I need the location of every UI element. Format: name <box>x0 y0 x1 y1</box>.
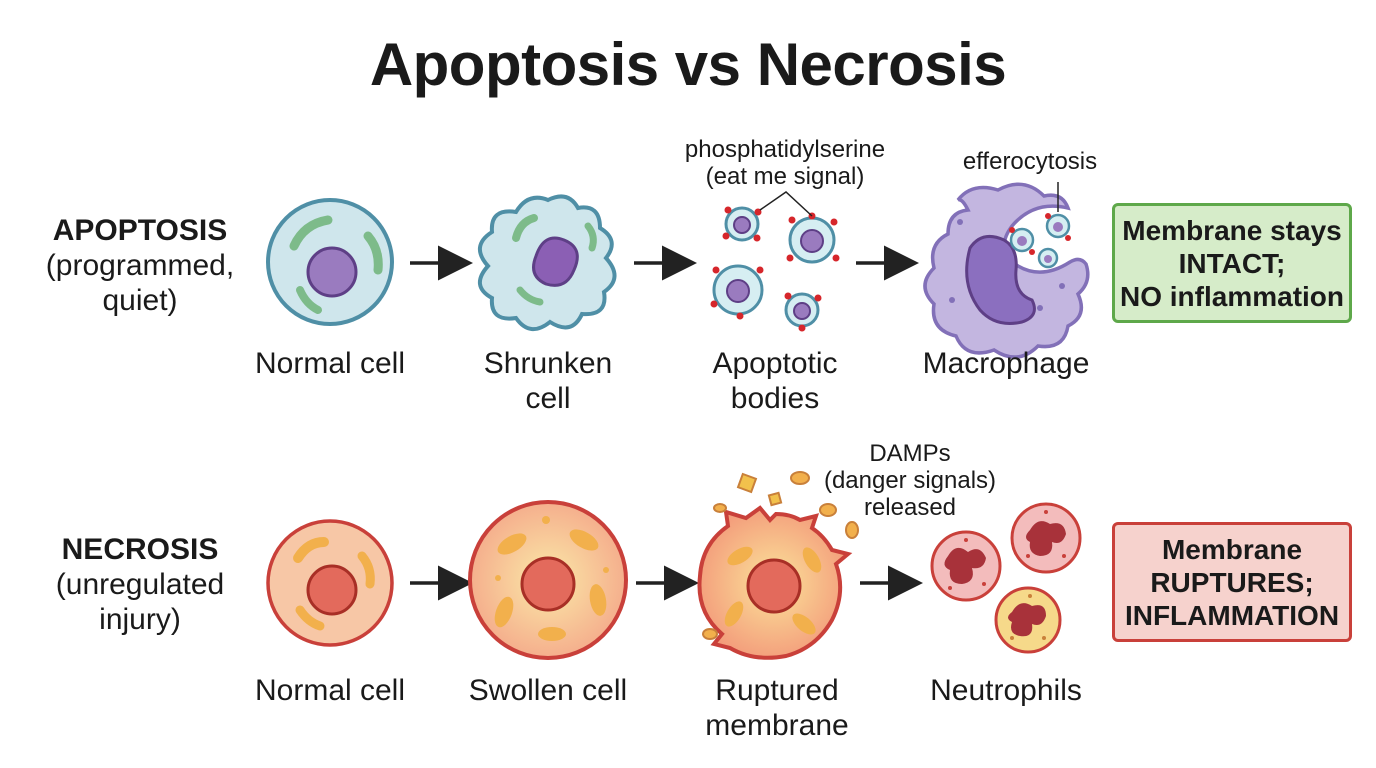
ruptured-cell <box>697 471 859 660</box>
caption-ruptured-line2: membrane <box>705 709 849 742</box>
caption-macrophage: Macrophage <box>896 346 1116 381</box>
necrosis-normal-cell <box>266 519 394 647</box>
caption-ruptured-line1: Ruptured <box>715 674 839 707</box>
caption-normal-cell-text: Normal cell <box>254 347 406 380</box>
caption-neutrophils-text: Neutrophils <box>930 674 1082 707</box>
caption-apoptotic-bodies: Apoptotic bodies <box>665 346 885 416</box>
apoptosis-summary-line3: NO inflammation <box>1119 280 1344 312</box>
ps-label-line2: (eat me signal) <box>705 163 865 190</box>
apoptosis-summary-line1: Membrane stays <box>1122 214 1342 246</box>
apoptosis-normal-cell <box>266 198 394 326</box>
caption-necrosis-normal-cell: Normal cell <box>220 673 440 708</box>
efferocytosis-annotation: efferocytosis <box>940 148 1120 175</box>
necrosis-row-label: NECROSIS (unregulated injury) <box>20 532 260 637</box>
caption-shrunken-cell: Shrunken cell <box>438 346 658 416</box>
caption-neutrophils: Neutrophils <box>896 673 1116 708</box>
caption-macrophage-text: Macrophage <box>922 347 1090 380</box>
caption-shrunken-line2: cell <box>525 382 571 415</box>
necrosis-desc-line2: injury) <box>99 603 181 636</box>
damps-label-line2: (danger signals) <box>823 467 997 494</box>
efferocytosis-label: efferocytosis <box>962 148 1098 175</box>
caption-bodies-line2: bodies <box>730 382 820 415</box>
damps-label-line3: released <box>863 494 957 521</box>
apoptosis-desc-line1: (programmed, <box>45 249 235 282</box>
ps-label-line1: phosphatidylserine <box>684 136 886 163</box>
necrosis-name: NECROSIS <box>61 533 219 566</box>
apoptosis-summary-line2: INTACT; <box>1178 247 1286 279</box>
apoptosis-row-label: APOPTOSIS (programmed, quiet) <box>20 213 260 318</box>
caption-ruptured-membrane: Ruptured membrane <box>667 673 887 743</box>
swollen-cell <box>468 500 628 660</box>
necrosis-summary-box: Membrane RUPTURES; INFLAMMATION <box>1112 522 1352 642</box>
caption-shrunken-line1: Shrunken <box>483 347 613 380</box>
damps-annotation: DAMPs (danger signals) released <box>800 440 1020 521</box>
neutrophils <box>930 502 1082 654</box>
necrosis-summary-line3: INFLAMMATION <box>1124 599 1340 631</box>
damps-label-line1: DAMPs <box>869 440 951 467</box>
necrosis-summary-line2: RUPTURES; <box>1150 566 1314 598</box>
caption-apoptosis-normal-cell: Normal cell <box>220 346 440 381</box>
shrunken-cell <box>478 194 617 331</box>
caption-necrosis-normal-text: Normal cell <box>254 674 406 707</box>
caption-swollen-text: Swollen cell <box>468 674 628 707</box>
necrosis-summary-line1: Membrane <box>1161 533 1303 565</box>
apoptosis-desc-line2: quiet) <box>102 284 178 317</box>
caption-swollen-cell: Swollen cell <box>438 673 658 708</box>
apoptosis-name: APOPTOSIS <box>52 214 228 247</box>
necrosis-desc-line1: (unregulated <box>55 568 225 601</box>
apoptotic-bodies <box>710 191 840 332</box>
apoptosis-summary-box: Membrane stays INTACT; NO inflammation <box>1112 203 1352 323</box>
caption-bodies-line1: Apoptotic <box>712 347 838 380</box>
macrophage <box>923 182 1090 359</box>
page-title: Apoptosis vs Necrosis <box>369 31 1007 98</box>
phosphatidylserine-annotation: phosphatidylserine (eat me signal) <box>660 136 910 190</box>
